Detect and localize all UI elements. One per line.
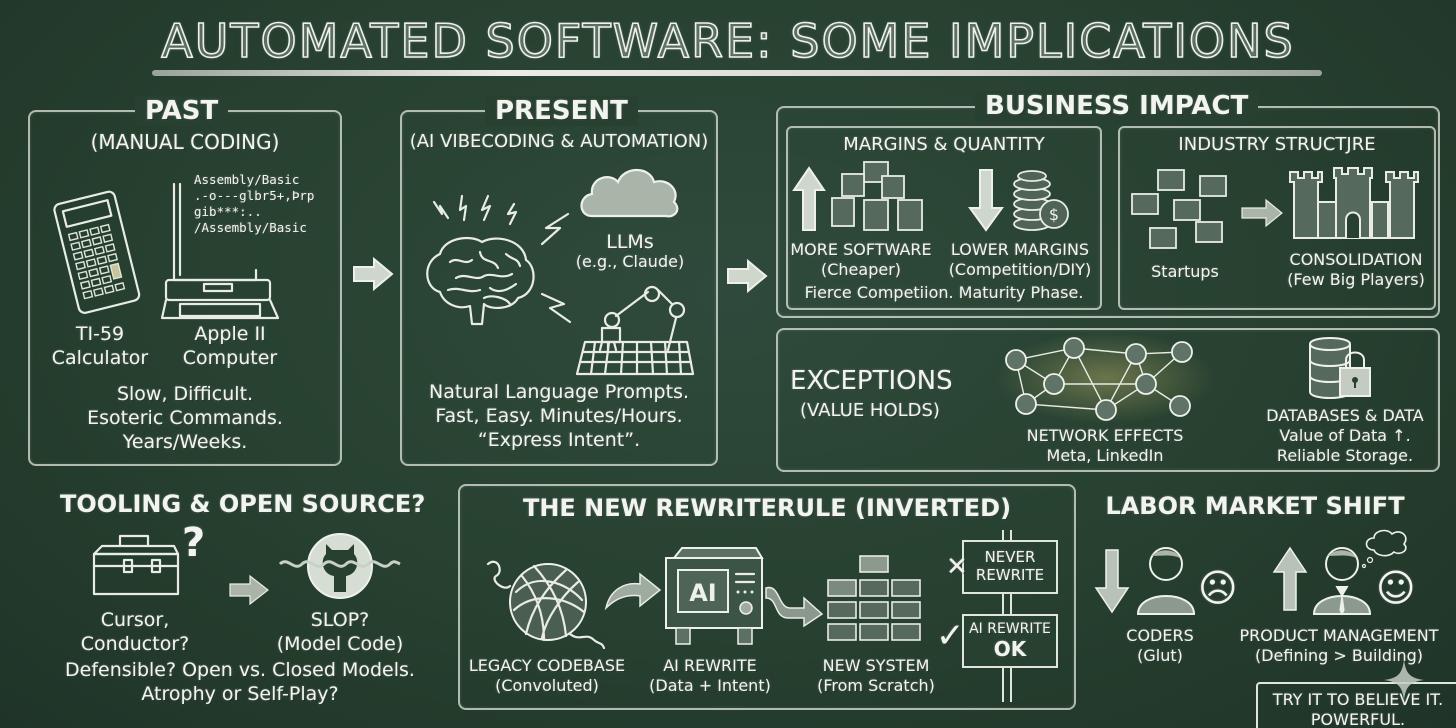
slop-label: SLOP? (Model Code) [276,609,404,655]
coins-icon: $ [1010,168,1074,234]
ai-rewrite-ok-sign: AI REWRITE OK [962,614,1058,668]
startups-label: Startups [1151,262,1219,281]
pm-label: PRODUCT MANAGEMENT (Defining > Building) [1239,626,1439,665]
industry-heading: INDUSTRY STRUCTJRE [1178,134,1376,155]
present-heading: PRESENT [485,96,638,126]
past-summary: Slow, Difficult. Esoteric Commands. Year… [87,383,283,453]
rewrite-heading: THE NEW REWRITERULE (INVERTED) [522,494,1012,522]
lightning-icon [538,212,574,246]
callout-text: TRY IT TO BELIEVE IT. POWERFUL. [1272,690,1444,728]
present-summary: Natural Language Prompts. Fast, Easy. Mi… [428,381,690,451]
ai-machine-icon: AI [664,546,774,646]
lightning-icon [538,292,574,326]
check-icon: ✓ [936,616,965,656]
coder-person-icon [1134,544,1198,616]
llm-sublabel: (e.g., Claude) [575,252,685,271]
cross-icon: ✕ [946,552,968,582]
pm-person-icon [1310,544,1374,616]
new-system-blocks-icon [826,554,924,654]
robot-arm-icon [572,280,692,372]
wave-arrow-icon [764,584,824,628]
margins-heading: MARGINS & QUANTITY [843,134,1045,155]
code-screen: Assembly/Basic .-o---glbr5+,Þrp gib***:.… [194,172,314,236]
exceptions-panel [776,328,1440,472]
callout-box [1256,682,1456,728]
databases-label: DATABASES & DATA Value of Data ↑. Reliab… [1266,406,1424,465]
exceptions-subheading: (VALUE HOLDS) [800,400,940,421]
arrow-down-icon [968,168,1004,232]
business-impact-heading: BUSINESS IMPACT [975,91,1259,121]
svg-text:$: $ [1049,205,1059,224]
arrow-up-icon [792,166,826,232]
code-line: .-o---glbr5+,Þrp [194,188,315,203]
arrow-right-icon [228,574,270,606]
tooling-heading: TOOLING & OPEN SOURCE? [60,490,426,518]
industry-panel [1118,126,1436,310]
consolidation-label: CONSOLIDATION (Few Big Players) [1287,250,1425,289]
arrow-right-icon [1240,198,1284,228]
network-effects-icon [996,332,1216,424]
arrow-up-icon [1272,546,1308,612]
past-subheading: (MANUAL CODING) [90,130,280,154]
page-title: AUTOMATED SOFTWARE: SOME IMPLICATIONS [160,13,1295,69]
software-boxes-icon [831,160,928,234]
arrow-right-icon [352,256,394,292]
yarn-ball-icon [486,552,606,652]
keyboard-icon [575,340,695,376]
sparkle-icon [1384,660,1424,700]
brain-icon [420,232,540,332]
legacy-codebase-label: LEGACY CODEBASE (Convoluted) [468,656,626,695]
toolbox-icon [90,532,182,598]
rewrite-panel [458,484,1076,710]
new-system-label: NEW SYSTEM (From Scratch) [817,656,935,695]
code-line: Assembly/Basic [194,172,300,187]
code-line: /Assembly/Basic [194,220,307,235]
more-software-label: MORE SOFTWARE (Cheaper) [790,240,932,279]
margins-footer: Fierce Competiion. Maturity Phase. [804,283,1084,302]
llm-label: LLMs [606,231,654,253]
exceptions-heading: EXCEPTIONS [790,366,953,396]
cursor-label: Cursor, Conductor? [80,609,190,655]
past-heading: PAST [135,96,229,126]
computer-icon [160,180,280,320]
code-line: gib***:.. [194,204,262,219]
network-effects-label: NETWORK EFFECTS Meta, LinkedIn [1026,426,1184,465]
github-slop-icon [278,530,401,602]
question-mark-icon: ? [182,520,206,566]
curved-arrow-icon [604,572,662,612]
arrow-right-icon [726,258,768,294]
database-lock-icon [1308,336,1378,402]
labor-heading: LABOR MARKET SHIFT [1105,492,1405,520]
calculator-label: TI-59 Calculator [51,323,149,369]
lower-margins-label: LOWER MARGINS (Competition/DIY) [948,240,1092,279]
castle-icon [1286,167,1422,240]
present-subheading: (AI VIBECODING & AUTOMATION) [409,131,709,152]
arrow-down-icon [1094,548,1130,614]
svg-text:AI: AI [689,579,717,607]
thought-bubble-icon [1360,528,1410,569]
lightning-icon [428,192,528,232]
never-rewrite-sign: NEVER REWRITE [962,540,1058,594]
calculator-icon [48,188,148,318]
margins-panel [786,126,1102,310]
cloud-icon [576,164,682,222]
ai-rewrite-label: AI REWRITE (Data + Intent) [649,656,771,695]
happy-face-icon: ☺ [1376,566,1416,610]
coders-label: CODERS (Glut) [1126,626,1194,665]
startup-cubes-icon [1130,168,1240,254]
sad-face-icon: ☹ [1198,566,1238,610]
computer-label: Apple II Computer [182,323,278,369]
title-underline [152,70,1322,76]
tooling-summary: Defensible? Open vs. Closed Models. Atro… [65,659,415,705]
